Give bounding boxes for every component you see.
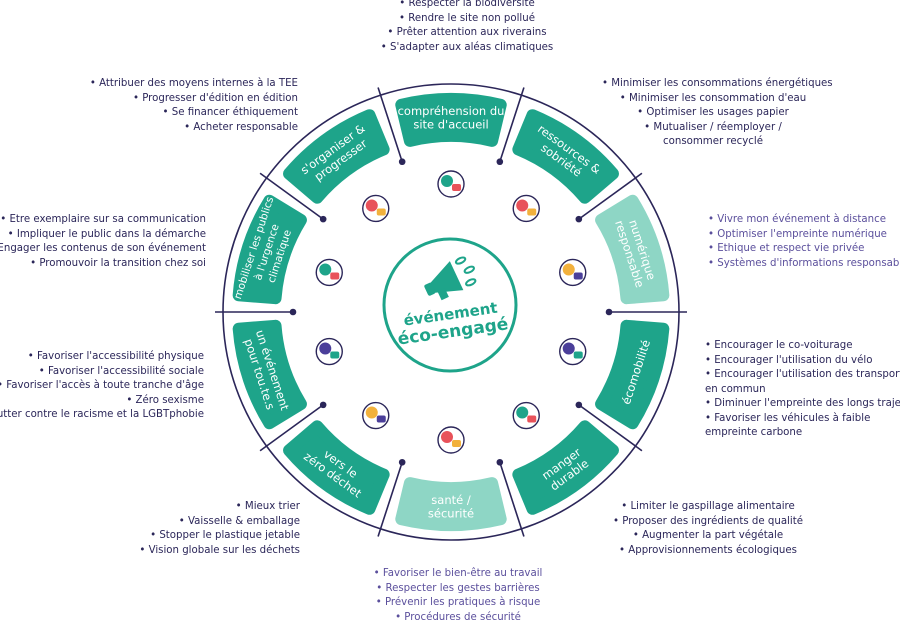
list-item: • Procédures de sécurité xyxy=(358,611,558,625)
list-item: • Mieux trier xyxy=(139,500,300,515)
list-item: • S'adapter aux aléas climatiques xyxy=(357,41,577,56)
list-item: • Favoriser l'accessibilité sociale xyxy=(0,365,204,380)
list-item: • Favoriser l'accessibilité physique xyxy=(0,350,204,365)
list-ressources: • Minimiser les consommations énergétiqu… xyxy=(602,77,824,150)
hands-heart-icon xyxy=(438,427,464,453)
segment-label: compréhension du xyxy=(398,104,505,118)
divider-dot xyxy=(399,459,406,466)
divider-dot xyxy=(320,402,327,409)
key-arrow-icon xyxy=(363,195,389,221)
list-item: • Encourager l'utilisation du vélo xyxy=(705,354,900,369)
houses-icon xyxy=(438,171,464,197)
list-item: • Respecter les gestes barrières xyxy=(358,582,558,597)
center-logo: événement éco-engagé xyxy=(384,239,516,371)
list-item: • Prévenir les pratiques à risque xyxy=(358,596,558,611)
list-item: • Vision globale sur les déchets xyxy=(139,544,300,559)
list-numerique: • Vivre mon événement à distance• Optimi… xyxy=(708,213,900,271)
list-item: • Vaisselle & emballage xyxy=(139,515,300,530)
list-item: • Encourager le co-voiturage xyxy=(705,339,900,354)
list-item: • Approvisionnements écologiques xyxy=(610,544,806,559)
segment-sante[interactable]: santé /sécurité xyxy=(401,483,500,525)
list-item: • Impliquer le public dans la démarche xyxy=(0,228,206,243)
list-item: • Promouvoir la transition chez soi xyxy=(0,257,206,272)
list-item: • Minimiser les consommation d'eau xyxy=(602,92,824,107)
list-zero-dechet: • Mieux trier• Vaisselle & emballage• St… xyxy=(139,500,300,558)
list-item: • Optimiser l'empreinte numérique xyxy=(708,228,900,243)
segment-label: site d'accueil xyxy=(413,117,488,131)
tree-fork-icon xyxy=(513,403,539,429)
list-item: en commun xyxy=(705,383,900,398)
list-item: • Minimiser les consommations énergétiqu… xyxy=(602,77,824,92)
list-comprehension: • Respecter la biodiversité• Rendre le s… xyxy=(357,0,577,55)
divider-dot xyxy=(576,216,583,223)
list-item: • Prêter attention aux riverains xyxy=(357,26,577,41)
list-manger: • Limiter le gaspillage alimentaire• Pro… xyxy=(610,500,806,558)
divider-dot xyxy=(320,216,327,223)
plug-icon xyxy=(513,195,539,221)
divider-dot xyxy=(399,158,406,165)
bike-icon xyxy=(560,339,586,365)
list-item: • Se financer éthiquement xyxy=(90,106,298,121)
divider-dot xyxy=(606,309,613,316)
segment-label: santé / xyxy=(431,493,471,507)
list-item: • Vivre mon événement à distance xyxy=(708,213,900,228)
list-item: • Rendre le site non pollué xyxy=(357,12,577,27)
list-item: consommer recyclé xyxy=(602,135,824,150)
list-item: • Ethique et respect vie privée xyxy=(708,242,900,257)
segment-label: sécurité xyxy=(428,506,474,520)
list-item: • Augmenter la part végétale xyxy=(610,529,806,544)
divider-dot xyxy=(497,158,504,165)
list-item: • Etre exemplaire sur sa communication xyxy=(0,213,206,228)
list-item: • Limiter le gaspillage alimentaire xyxy=(610,500,806,515)
list-sante: • Favoriser le bien-être au travail• Res… xyxy=(358,567,558,625)
list-item: • Systèmes d'informations responsables xyxy=(708,257,900,272)
laptop-icon xyxy=(560,259,586,285)
list-pour-tous: • Favoriser l'accessibilité physique• Fa… xyxy=(0,350,204,423)
list-item: • Respecter la biodiversité xyxy=(357,0,577,12)
list-item: • Favoriser les véhicules à faible xyxy=(705,412,900,427)
list-item: • Progresser d'édition en édition xyxy=(90,92,298,107)
list-item: • Optimiser les usages papier xyxy=(602,106,824,121)
list-item: • Favoriser l'accès à toute tranche d'âg… xyxy=(0,379,204,394)
list-item: • Lutter contre le racisme et la LGBTpho… xyxy=(0,408,204,423)
list-item: • Zéro sexisme xyxy=(0,394,204,409)
eye-globe-icon xyxy=(316,259,342,285)
list-item: • Encourager l'utilisation des transport… xyxy=(705,368,900,383)
list-item: • Acheter responsable xyxy=(90,121,298,136)
list-item: • Favoriser le bien-être au travail xyxy=(358,567,558,582)
faces-icon xyxy=(316,339,342,365)
list-item: • Engager les contenus de son événement xyxy=(0,242,206,257)
divider-dot xyxy=(290,309,297,316)
list-organiser: • Attribuer des moyens internes à la TEE… xyxy=(90,77,298,135)
list-item: empreinte carbone xyxy=(705,426,900,441)
list-ecomobilite: • Encourager le co-voiturage• Encourager… xyxy=(705,339,900,441)
list-item: • Mutualiser / réemployer / xyxy=(602,121,824,136)
list-item: • Stopper le plastique jetable xyxy=(139,529,300,544)
list-item: • Diminuer l'empreinte des longs trajets xyxy=(705,397,900,412)
divider-dot xyxy=(576,402,583,409)
hourglass-icon xyxy=(363,403,389,429)
divider-dot xyxy=(497,459,504,466)
list-mobiliser: • Etre exemplaire sur sa communication• … xyxy=(0,213,206,271)
list-item: • Attribuer des moyens internes à la TEE xyxy=(90,77,298,92)
list-item: • Proposer des ingrédients de qualité xyxy=(610,515,806,530)
